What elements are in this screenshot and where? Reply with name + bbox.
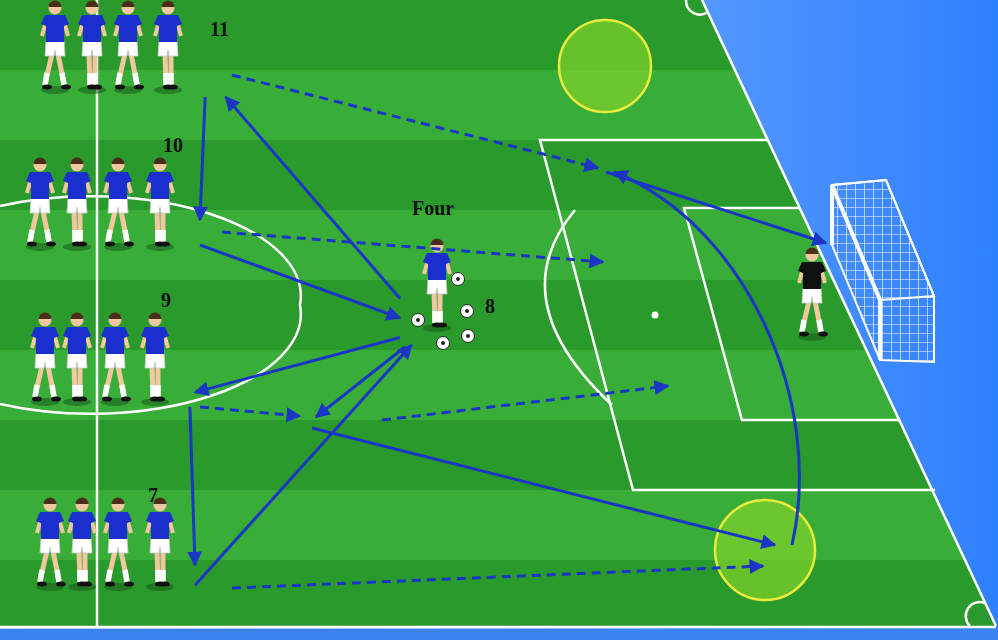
penalty-spot <box>652 312 659 319</box>
player-figure <box>78 1 106 95</box>
bottom-band <box>0 629 998 640</box>
player-figure <box>101 313 131 407</box>
player-figure <box>41 1 71 95</box>
player-figure <box>798 248 828 342</box>
player-figure <box>154 1 182 95</box>
player-figure <box>63 158 91 252</box>
player-number: 8 <box>485 295 495 317</box>
goal <box>832 180 934 362</box>
player-figure <box>31 313 61 407</box>
player-figure <box>26 158 56 252</box>
pass-arrow <box>190 407 195 565</box>
player-figure <box>146 498 174 591</box>
player-group: 10 <box>15 130 200 255</box>
pass-arrow <box>195 345 412 585</box>
player-with-balls: Four 8 <box>400 195 505 345</box>
player-group: 7 <box>30 480 195 592</box>
pass-arrow <box>200 97 205 220</box>
balls <box>412 273 475 350</box>
player-figure <box>423 239 451 332</box>
group-label: Four <box>412 197 454 219</box>
pass-arrow <box>195 338 400 393</box>
target-zone <box>715 500 815 600</box>
player-figure <box>114 1 144 95</box>
player-figure <box>68 498 96 591</box>
player-figure <box>104 498 134 591</box>
pass-arrow <box>226 97 400 299</box>
player-figure <box>146 158 174 252</box>
player-group: 9 <box>25 285 195 407</box>
player-number: 11 <box>210 18 229 40</box>
player-figure <box>104 158 134 252</box>
run-and-pass-arrows <box>200 75 826 588</box>
player-number: 10 <box>163 134 183 156</box>
players <box>26 1 828 592</box>
player-number: 9 <box>161 289 171 311</box>
player-group: 11 <box>35 5 240 97</box>
player-figure <box>36 498 66 591</box>
player-figure <box>63 313 91 407</box>
player-number: 7 <box>148 484 158 506</box>
pass-arrow <box>200 245 400 318</box>
target-zone <box>559 20 651 112</box>
pitch-lines <box>0 0 996 627</box>
player-figure <box>141 313 169 407</box>
